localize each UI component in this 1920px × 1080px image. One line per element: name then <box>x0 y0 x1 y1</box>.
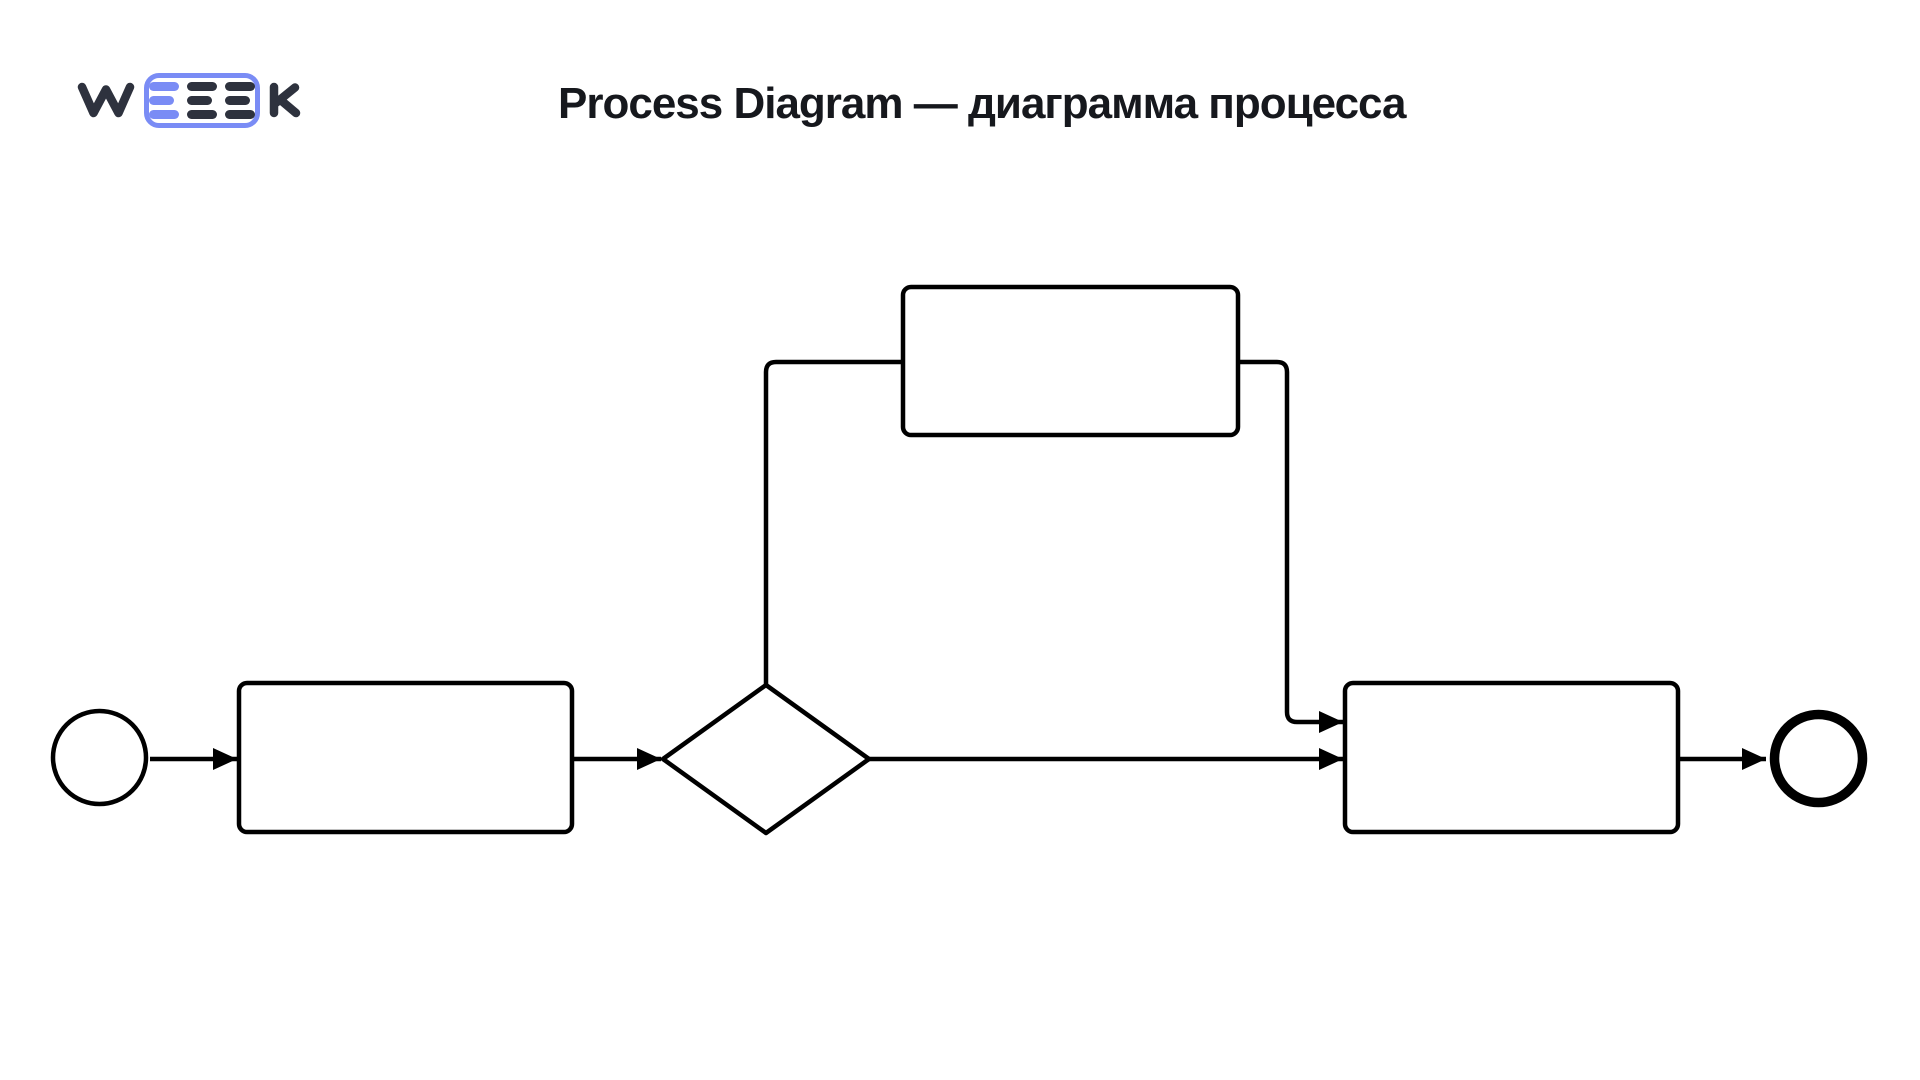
logo-k-icon <box>269 82 301 118</box>
weeek-logo[interactable] <box>77 70 301 130</box>
end-event-circle <box>1769 709 1868 808</box>
task-1-box <box>236 680 575 835</box>
task-2-box <box>1342 680 1681 835</box>
logo-e-bar <box>225 109 255 119</box>
edge-upper-task-to-task2 <box>1240 359 1343 733</box>
logo-e-column <box>149 81 179 119</box>
logo-w-icon <box>77 82 135 118</box>
logo-e-bar <box>225 95 250 105</box>
edge-gateway-to-upper-task <box>763 359 901 685</box>
gateway-diamond <box>660 682 872 836</box>
logo-e-column <box>187 81 217 119</box>
logo-e-bar <box>149 95 174 105</box>
logo-e-bar <box>187 95 212 105</box>
logo-e-bar <box>187 81 217 91</box>
start-event-circle <box>50 708 149 807</box>
logo-e-box <box>144 72 260 128</box>
logo-e-bar <box>149 109 179 119</box>
logo-e-bar <box>187 109 217 119</box>
logo-e-bar <box>225 81 255 91</box>
logo-e-bar <box>149 81 179 91</box>
logo-e-column <box>225 81 255 119</box>
page-title: Process Diagram — диаграмма процесса <box>558 79 1407 128</box>
upper-task-box <box>900 284 1241 438</box>
